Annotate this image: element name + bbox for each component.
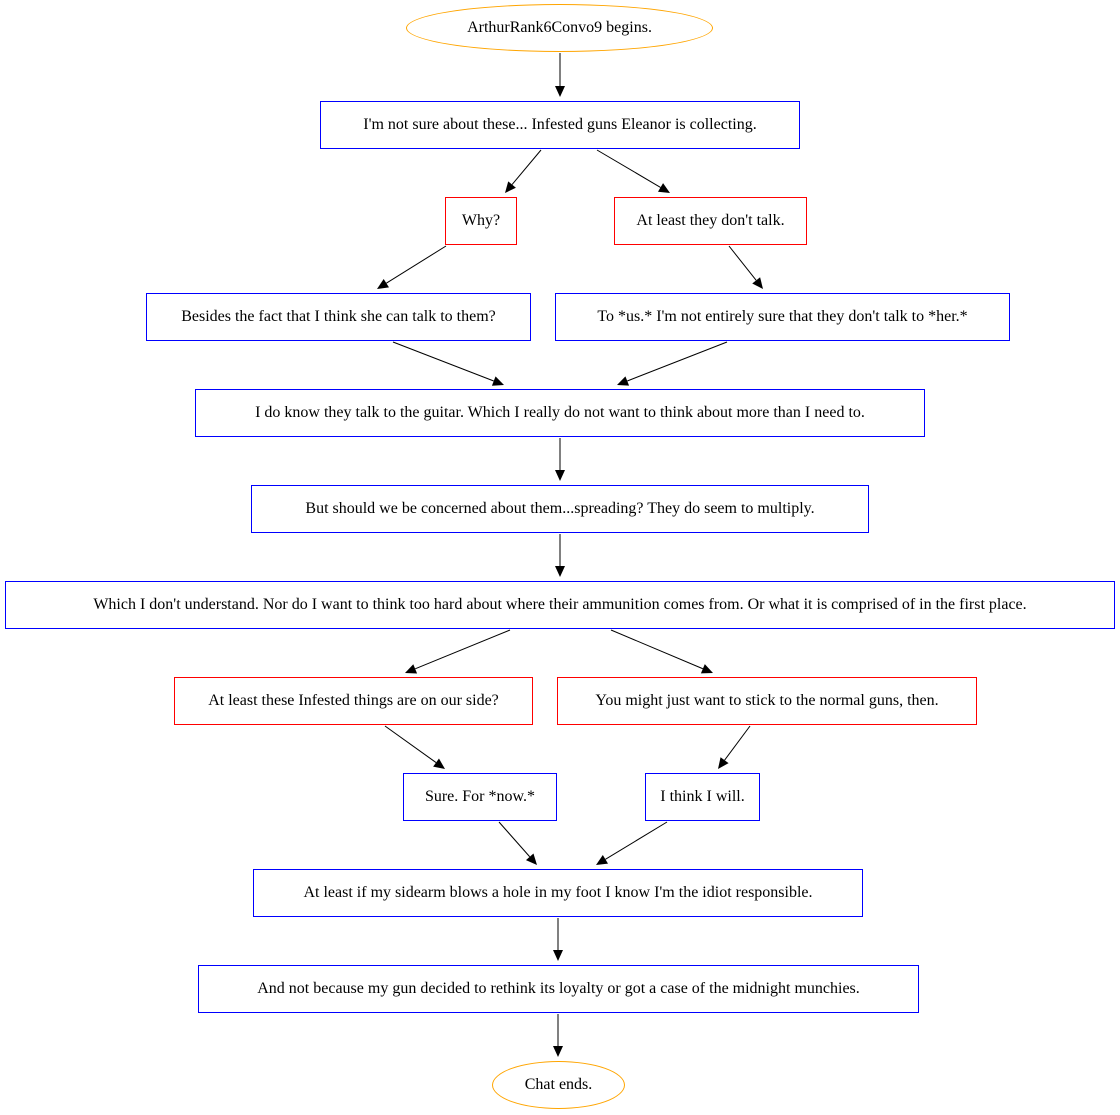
edge-n1-to-c_why xyxy=(505,149,542,193)
node-n3: I do know they talk to the guitar. Which… xyxy=(195,389,925,437)
arrowhead xyxy=(718,757,729,769)
edge-c_normal-to-n6b xyxy=(718,725,751,769)
edge-n3-to-n4 xyxy=(555,438,565,481)
node-start: ArthurRank6Convo9 begins. xyxy=(406,4,713,52)
node-n8: And not because my gun decided to rethin… xyxy=(198,965,919,1013)
edge-n2a-to-n3 xyxy=(392,341,504,386)
edge-n2b-to-n3 xyxy=(617,341,728,386)
arrowhead xyxy=(525,853,537,865)
arrowhead xyxy=(553,950,563,961)
arrowhead xyxy=(657,183,670,193)
edge-c_why-to-n2a xyxy=(377,245,447,289)
arrowhead xyxy=(596,855,608,865)
edge-n1-to-c_talk xyxy=(596,149,670,193)
edge-start-to-n1 xyxy=(555,53,565,97)
arrowhead xyxy=(553,1046,563,1057)
edge-n6b-to-n7 xyxy=(596,821,668,865)
edge-n5-to-c_normal xyxy=(610,629,713,674)
node-n6b: I think I will. xyxy=(645,773,760,821)
arrowhead xyxy=(700,664,713,674)
node-n7: At least if my sidearm blows a hole in m… xyxy=(253,869,863,917)
edge-n7-to-n8 xyxy=(553,918,563,961)
arrowhead xyxy=(617,376,630,386)
edge-c_talk-to-n2b xyxy=(728,245,763,289)
arrowhead xyxy=(505,181,516,193)
arrowhead xyxy=(555,470,565,481)
choice-on-our-side: At least these Infested things are on ou… xyxy=(174,677,533,725)
node-n6a: Sure. For *now.* xyxy=(403,773,557,821)
edge-n5-to-c_side xyxy=(405,629,511,674)
arrowhead xyxy=(377,278,389,289)
node-n5: Which I don't understand. Nor do I want … xyxy=(5,581,1115,629)
node-end: Chat ends. xyxy=(492,1061,625,1109)
node-n2b: To *us.* I'm not entirely sure that they… xyxy=(555,293,1010,341)
edge-n8-to-end xyxy=(553,1014,563,1057)
edge-n6a-to-n7 xyxy=(498,821,537,865)
node-n1: I'm not sure about these... Infested gun… xyxy=(320,101,800,149)
arrowhead xyxy=(491,376,504,386)
arrowhead xyxy=(405,664,418,674)
choice-they-dont-talk: At least they don't talk. xyxy=(614,197,807,245)
node-n4: But should we be concerned about them...… xyxy=(251,485,869,533)
choice-why: Why? xyxy=(445,197,517,245)
arrowhead xyxy=(433,758,445,769)
edge-n4-to-n5 xyxy=(555,534,565,577)
choice-normal-guns: You might just want to stick to the norm… xyxy=(557,677,977,725)
arrowhead xyxy=(752,277,763,289)
arrowhead xyxy=(555,566,565,577)
arrowhead xyxy=(555,86,565,97)
node-n2a: Besides the fact that I think she can ta… xyxy=(146,293,531,341)
edge-c_side-to-n6a xyxy=(384,725,445,769)
